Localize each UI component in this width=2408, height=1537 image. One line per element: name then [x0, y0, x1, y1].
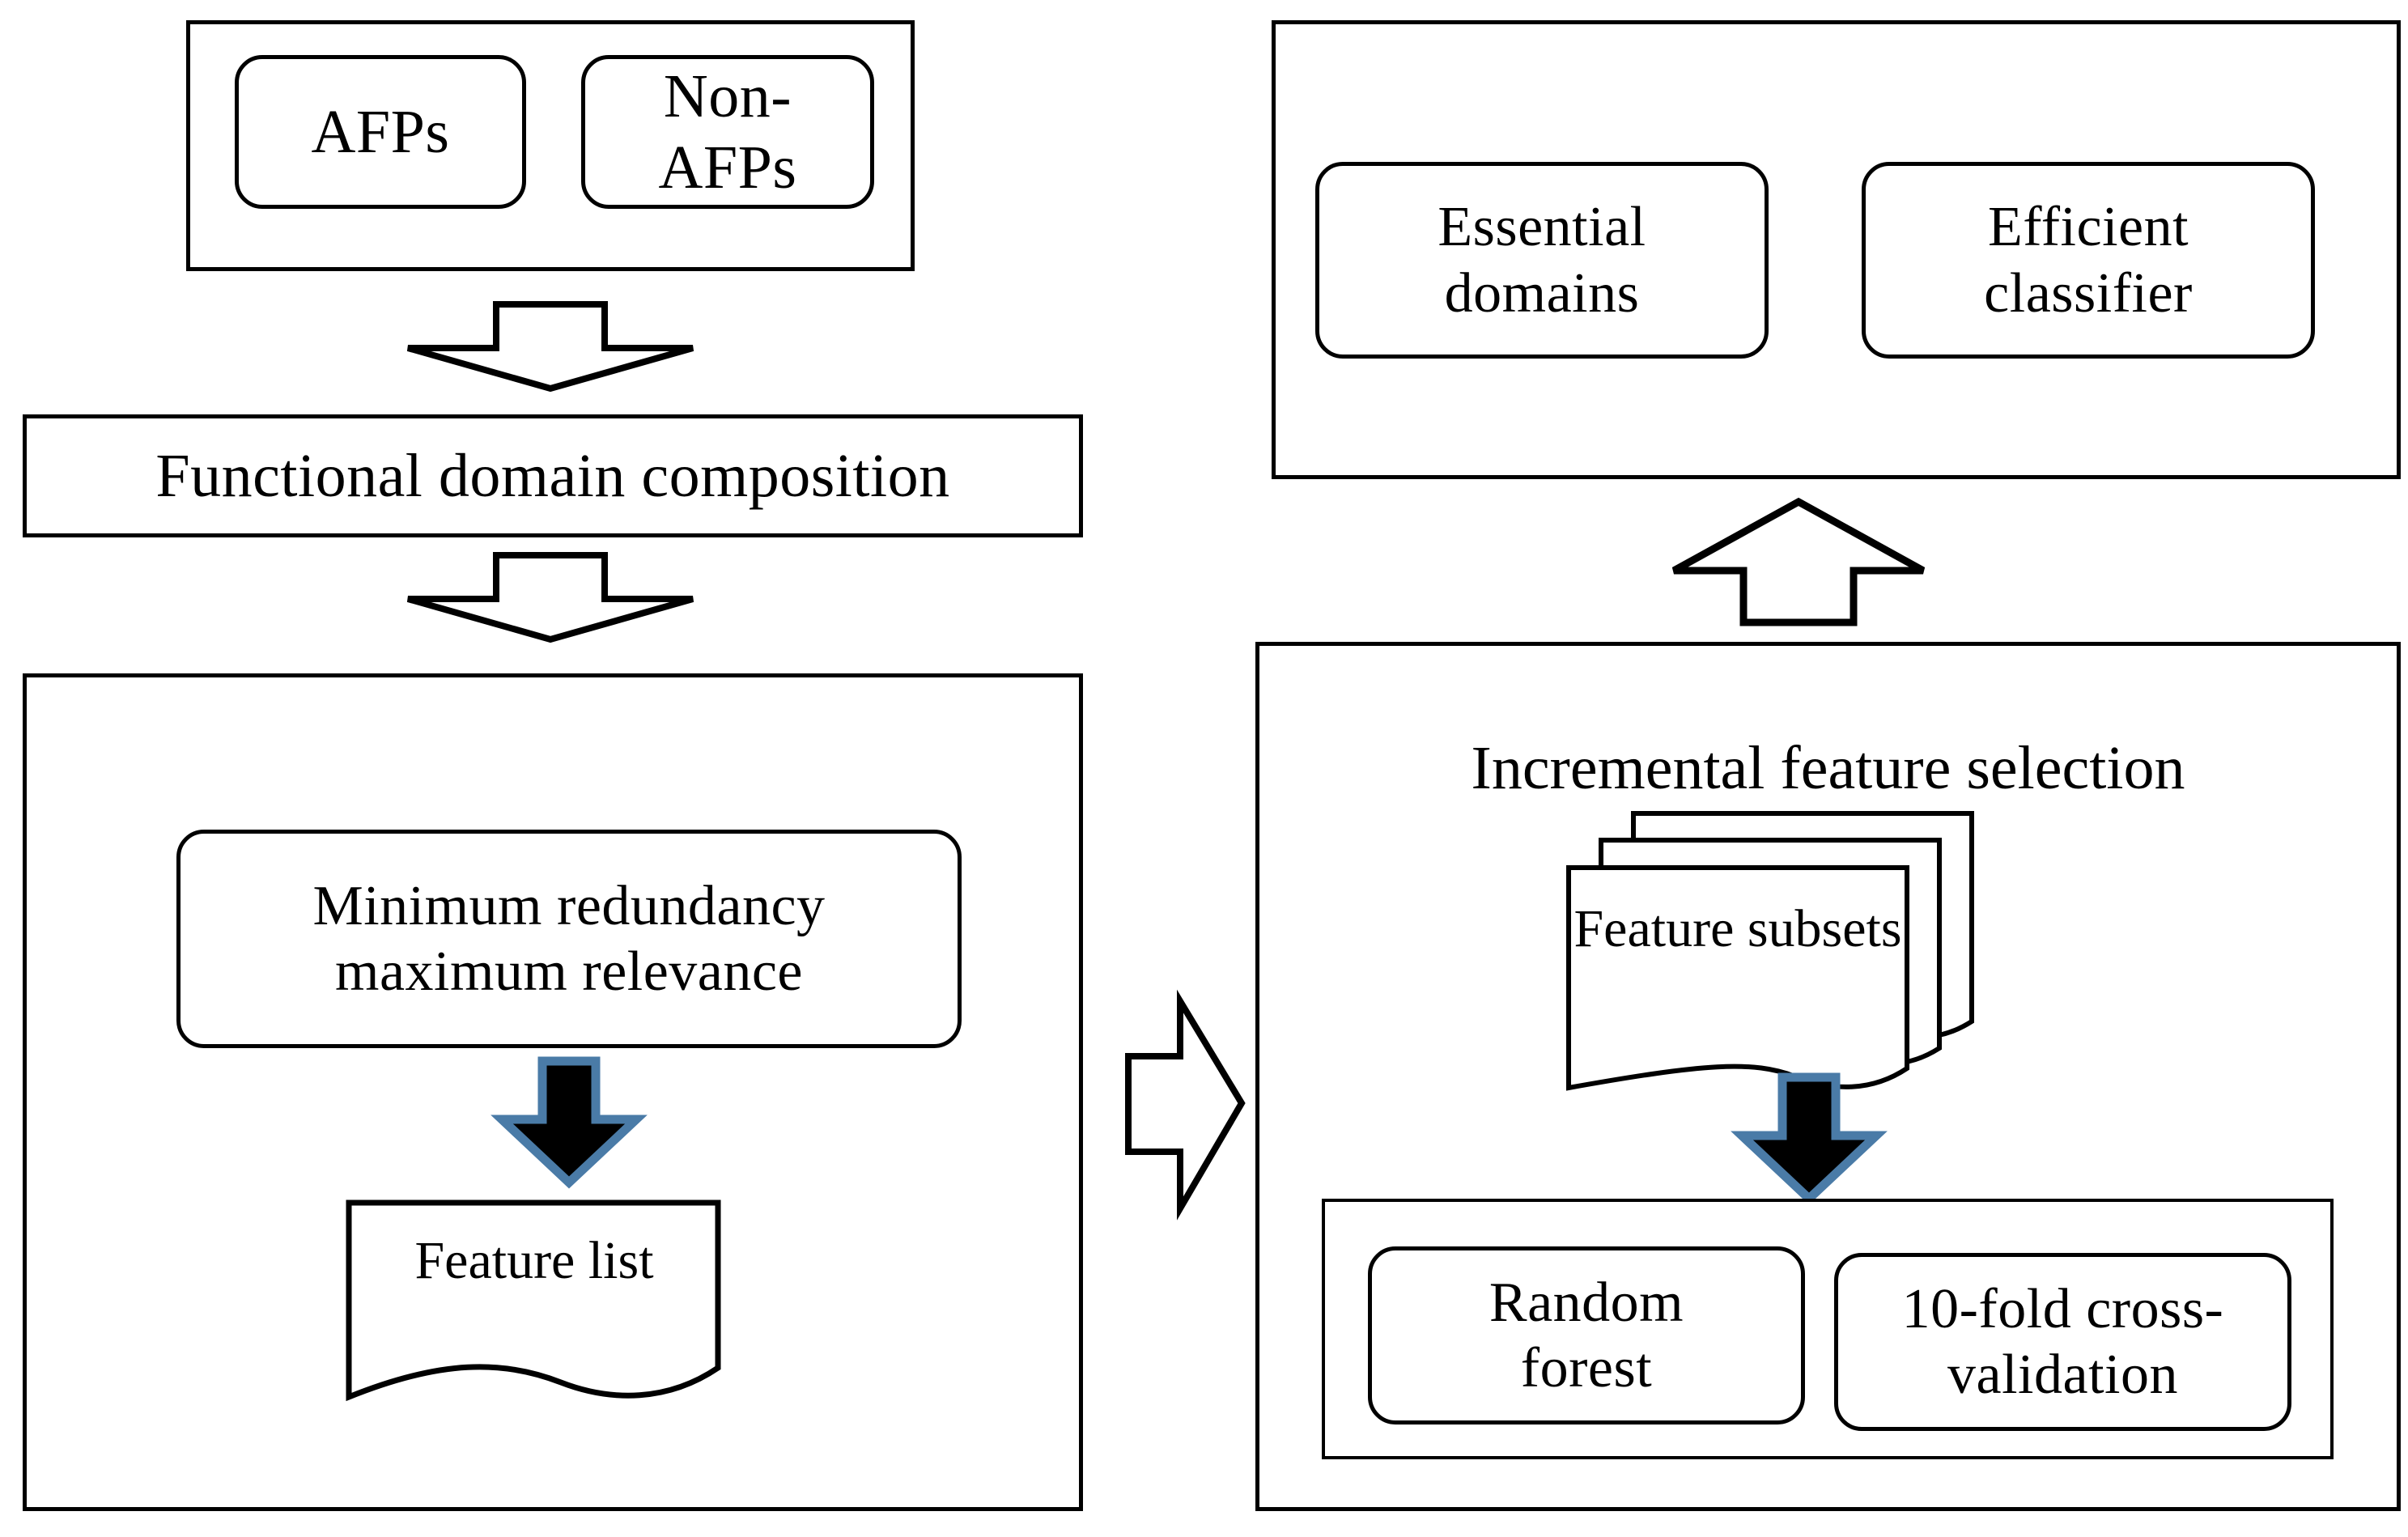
efficient-classifier-box[interactable]: Efficient classifier — [1862, 162, 2315, 359]
essential-domains-label: Essential domains — [1438, 196, 1646, 325]
functional-domain-composition-label: Functional domain composition — [155, 441, 950, 510]
ifs-heading: Incremental feature selection — [1471, 734, 2185, 802]
random-forest-label: Random forest — [1489, 1271, 1684, 1399]
cross-validation-box[interactable]: 10-fold cross- validation — [1834, 1253, 2291, 1431]
feature-list-document[interactable]: Feature list — [344, 1198, 724, 1408]
afps-box[interactable]: AFPs — [235, 55, 526, 209]
arrow-right-bridge — [1125, 989, 1246, 1221]
non-afps-label: Non- AFPs — [658, 62, 797, 202]
mrmr-label: Minimum redundancy maximum relevance — [312, 874, 826, 1003]
random-forest-box[interactable]: Random forest — [1368, 1246, 1805, 1424]
arrow-up-to-results — [1671, 497, 1926, 626]
feature-subsets-document-stack[interactable]: Feature subsets — [1562, 809, 2015, 1093]
arrow-down-filled-to-validation — [1731, 1072, 1888, 1205]
non-afps-box[interactable]: Non- AFPs — [581, 55, 874, 209]
arrow-down-to-functional-domain — [406, 301, 694, 393]
afps-label: AFPs — [311, 97, 450, 166]
cross-validation-label: 10-fold cross- validation — [1901, 1277, 2224, 1406]
essential-domains-box[interactable]: Essential domains — [1315, 162, 1769, 359]
arrow-down-to-feature-ranking — [406, 552, 694, 643]
arrow-down-filled-to-feature-list — [491, 1056, 648, 1189]
mrmr-box[interactable]: Minimum redundancy maximum relevance — [176, 830, 962, 1048]
functional-domain-composition-box[interactable]: Functional domain composition — [23, 414, 1083, 537]
efficient-classifier-label: Efficient classifier — [1984, 196, 2193, 325]
